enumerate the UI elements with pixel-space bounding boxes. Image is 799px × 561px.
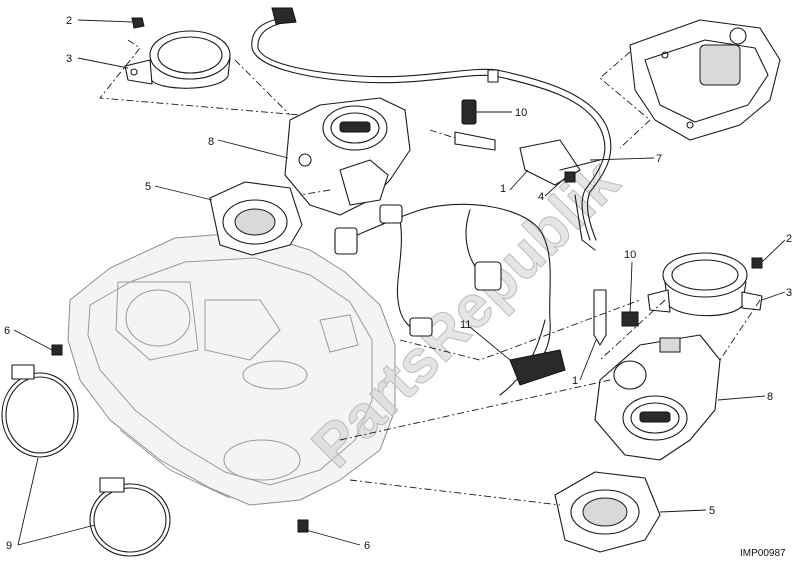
flange-lower: [554, 471, 661, 553]
callout-8-top: 8: [208, 136, 214, 148]
leader-lines: [13, 19, 786, 546]
intake-bell-left: [124, 30, 231, 89]
assembly-lines: [99, 39, 761, 506]
throttle-body-upper: [284, 97, 411, 216]
callout-4: 4: [538, 191, 544, 203]
screw-6-bottom: [297, 519, 309, 533]
callout-2-right: 2: [786, 233, 792, 245]
callout-1-top: 1: [500, 183, 506, 195]
screw-6-left: [51, 344, 63, 356]
callout-10-bottom: 10: [624, 249, 636, 261]
hose-clamp-lower: [89, 477, 171, 557]
ecu-module: [629, 19, 781, 141]
callouts: 2 3 8 5 10 7 1 4 6 11 1 10 2 3 8 5 6 9: [4, 15, 792, 552]
diagram-code: IMP00987: [740, 548, 786, 559]
screw-left: [131, 17, 145, 29]
throttle-body-lower: [594, 334, 721, 461]
screw-right: [751, 257, 763, 269]
callout-8-right: 8: [767, 391, 773, 403]
intake-bell-right: [647, 252, 763, 317]
hose-clamp-upper: [1, 364, 79, 458]
injector-lower: [593, 289, 639, 346]
wiring-harness: [334, 203, 566, 396]
callout-5-right: 5: [709, 505, 715, 517]
flange-upper: [209, 181, 303, 256]
clip-4: [564, 171, 576, 183]
callout-9: 9: [6, 540, 12, 552]
callout-1-bottom: 1: [572, 375, 578, 387]
callout-7: 7: [656, 153, 662, 165]
callout-10-top: 10: [515, 107, 527, 119]
callout-6-bottom: 6: [364, 540, 370, 552]
callout-6-left: 6: [4, 325, 10, 337]
callout-5-top: 5: [145, 181, 151, 193]
callout-3-top: 3: [66, 53, 72, 65]
callout-3-right: 3: [786, 287, 792, 299]
vacuum-hose: [251, 7, 612, 241]
callout-2-top: 2: [66, 15, 72, 27]
airbox-housing: [67, 231, 396, 506]
callout-11: 11: [460, 319, 471, 331]
